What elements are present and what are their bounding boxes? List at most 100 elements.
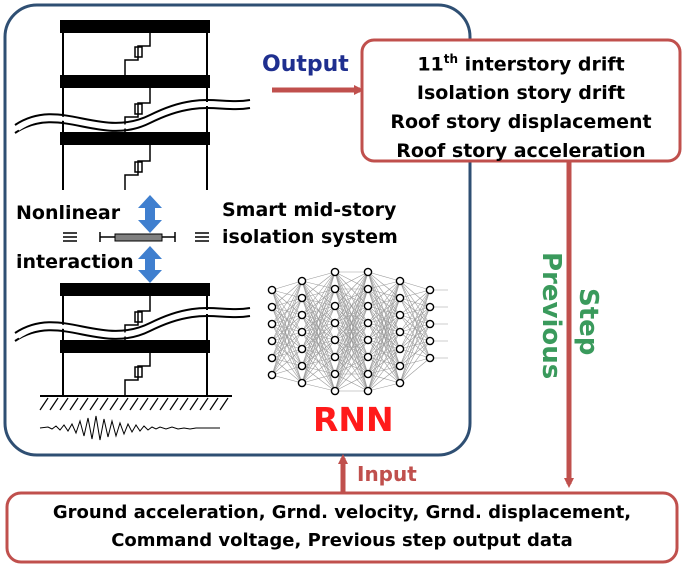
nn-connection bbox=[399, 289, 431, 367]
nn-connection bbox=[301, 322, 336, 384]
input-box-text: Ground acceleration, Grnd. velocity, Grn… bbox=[7, 499, 677, 555]
nn-connection bbox=[301, 271, 336, 384]
input-line-2: Command voltage, Previous step output da… bbox=[111, 530, 573, 551]
nn-connection bbox=[334, 288, 369, 392]
nn-node bbox=[395, 361, 405, 371]
upper-slab-1 bbox=[60, 20, 210, 33]
nn-connection bbox=[399, 289, 431, 316]
nn-node bbox=[330, 335, 340, 345]
nn-node bbox=[267, 353, 277, 363]
nn-connection bbox=[301, 382, 336, 392]
nn-node bbox=[363, 352, 373, 362]
nn-connection bbox=[334, 271, 369, 341]
nn-node bbox=[330, 369, 340, 379]
nn-connection bbox=[334, 373, 369, 392]
nn-node bbox=[395, 310, 405, 320]
output-line-3: Roof story displacement bbox=[390, 111, 652, 134]
nn-connection bbox=[301, 288, 336, 384]
nn-connection bbox=[271, 280, 303, 376]
output-line-4: Roof story acceleration bbox=[396, 140, 646, 163]
output-line-2: Isolation story drift bbox=[416, 82, 626, 105]
nn-node bbox=[425, 336, 435, 346]
previous-step-word1: Previous bbox=[536, 252, 566, 380]
lower-slab-2 bbox=[60, 340, 210, 353]
nn-node bbox=[330, 352, 340, 362]
nn-connection bbox=[271, 365, 303, 376]
nn-connection bbox=[271, 280, 303, 308]
upper-structure bbox=[14, 20, 251, 190]
nn-node bbox=[267, 370, 277, 380]
nn-connection bbox=[367, 280, 401, 375]
nn-node bbox=[425, 353, 435, 363]
nn-node bbox=[297, 361, 307, 371]
nn-node bbox=[330, 284, 340, 294]
isolation-device bbox=[63, 232, 209, 242]
nn-connection bbox=[334, 271, 369, 307]
neural-network-icon bbox=[267, 267, 448, 396]
nn-connection bbox=[334, 271, 369, 392]
nn-connection bbox=[399, 289, 431, 350]
smart-label-line2: isolation system bbox=[222, 226, 398, 248]
nn-connection bbox=[367, 271, 401, 282]
nn-node bbox=[330, 318, 340, 328]
output-box-text: 11th interstory drift Isolation story dr… bbox=[362, 45, 680, 166]
nn-connection bbox=[334, 356, 369, 392]
nn-connection bbox=[367, 280, 401, 358]
nn-connection bbox=[399, 323, 431, 384]
nn-node bbox=[297, 276, 307, 286]
upper-break-line bbox=[14, 99, 251, 126]
input-label: Input bbox=[357, 462, 417, 486]
nn-connection bbox=[399, 357, 431, 384]
nn-connection bbox=[334, 322, 369, 392]
nn-node bbox=[330, 301, 340, 311]
nn-connection bbox=[271, 331, 303, 376]
nn-connection bbox=[301, 271, 336, 333]
previous-step-word2: Step bbox=[573, 288, 603, 356]
nn-node bbox=[267, 336, 277, 346]
nn-connection bbox=[367, 280, 401, 392]
nn-connection bbox=[399, 306, 431, 384]
nn-connection bbox=[367, 280, 401, 290]
nn-connection bbox=[399, 280, 431, 291]
nn-node bbox=[363, 284, 373, 294]
nn-node bbox=[330, 386, 340, 396]
nn-connection bbox=[301, 271, 336, 367]
nn-connection bbox=[334, 339, 369, 392]
output-box bbox=[360, 38, 682, 163]
nn-connection bbox=[271, 280, 303, 325]
nn-connection bbox=[271, 374, 303, 384]
double-arrow-lower bbox=[138, 246, 162, 283]
nn-connection bbox=[301, 373, 336, 384]
nn-node bbox=[330, 267, 340, 277]
nn-connection bbox=[334, 271, 369, 290]
nn-connection bbox=[301, 271, 336, 316]
nn-node bbox=[267, 302, 277, 312]
lower-structure bbox=[14, 283, 251, 441]
nonlinear-label: Nonlinear bbox=[16, 202, 121, 224]
nn-node bbox=[363, 369, 373, 379]
nn-connection bbox=[367, 348, 401, 392]
nn-node bbox=[395, 293, 405, 303]
nn-connection bbox=[367, 331, 401, 392]
nn-node bbox=[267, 285, 277, 295]
nn-node bbox=[297, 344, 307, 354]
nn-connection bbox=[334, 305, 369, 392]
input-box bbox=[5, 491, 679, 564]
nn-connection bbox=[301, 305, 336, 384]
upper-slab-2 bbox=[60, 75, 210, 88]
nn-node bbox=[395, 327, 405, 337]
nn-connection bbox=[301, 271, 336, 299]
nn-node bbox=[425, 302, 435, 312]
nn-node bbox=[425, 319, 435, 329]
nn-node bbox=[363, 386, 373, 396]
nn-connection bbox=[399, 340, 431, 384]
nn-connection bbox=[399, 289, 431, 333]
double-arrow-upper bbox=[138, 195, 162, 233]
nn-node bbox=[395, 276, 405, 286]
nn-node bbox=[267, 319, 277, 329]
output-line-1: 11th interstory drift bbox=[417, 52, 625, 76]
nn-connection bbox=[399, 289, 431, 299]
nn-node bbox=[297, 378, 307, 388]
nn-connection bbox=[399, 289, 431, 384]
